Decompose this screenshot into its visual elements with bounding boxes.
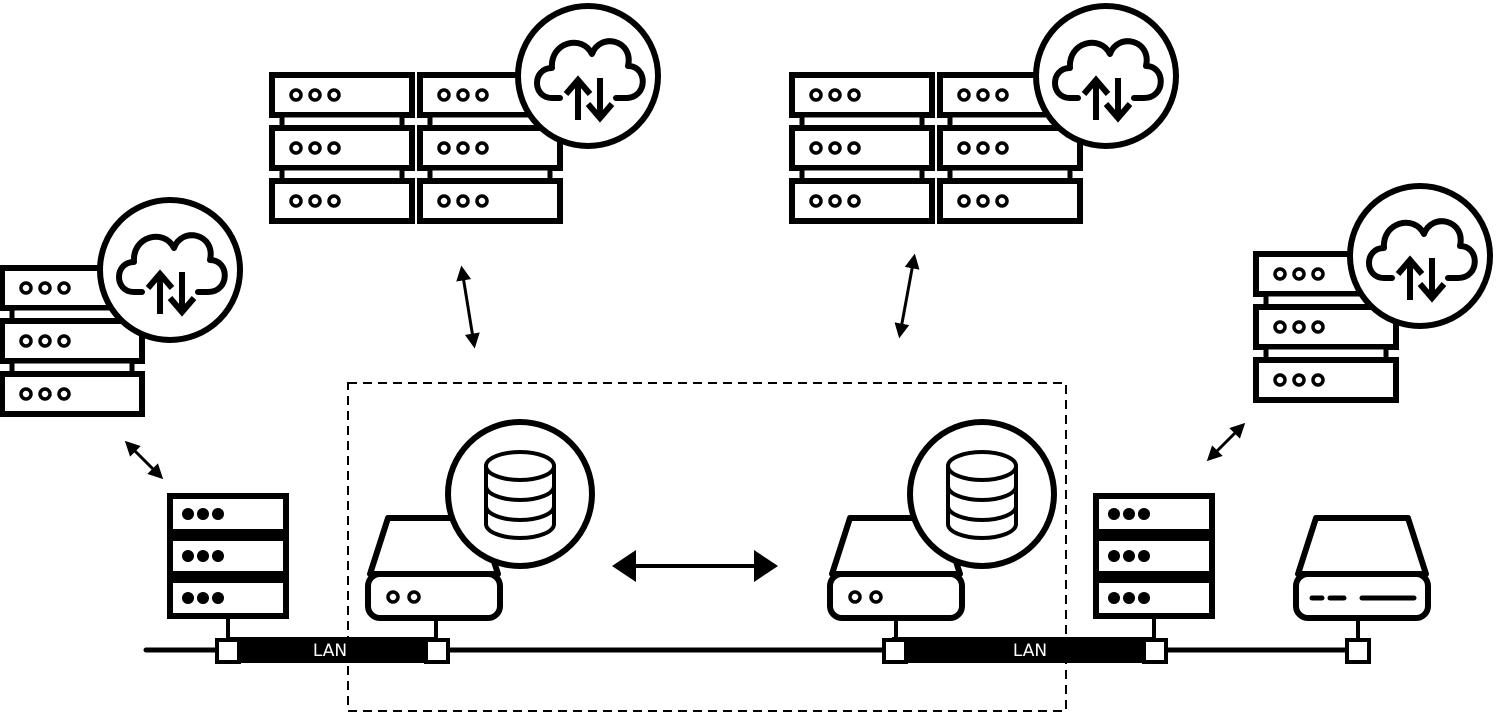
cloud-server-group-right (1256, 186, 1490, 400)
lan-port (215, 638, 241, 664)
replication-arrow (612, 550, 778, 582)
lan-segment-left: LAN (215, 637, 450, 664)
lan-bar (892, 637, 1156, 663)
local-server-right (1096, 496, 1212, 640)
cloud-sync-icon (100, 200, 240, 340)
lan-port (882, 638, 908, 664)
server-rack-icon (272, 75, 412, 221)
lan-port (1345, 638, 1371, 664)
sync-arrow (1206, 422, 1246, 462)
sync-arrow (894, 253, 920, 339)
server-rack-icon (170, 496, 286, 616)
lan-port (1142, 638, 1168, 664)
sync-arrow (124, 440, 164, 480)
external-drive-icon (1296, 518, 1428, 618)
local-server-left (170, 496, 286, 640)
nas-drive-icon (830, 518, 962, 618)
server-rack-icon (420, 75, 560, 221)
cloud-server-group-top-right (792, 6, 1176, 221)
lan-bar (226, 637, 438, 663)
storage-node-right (830, 422, 1054, 640)
lan-label-right: LAN (1013, 641, 1047, 661)
server-rack-icon (1096, 496, 1212, 616)
replication-boundary (347, 382, 1067, 712)
nas-drive-icon (368, 518, 500, 618)
lan-port (424, 638, 450, 664)
database-icon (448, 422, 592, 566)
storage-node-left (368, 422, 592, 640)
server-rack-icon (792, 75, 932, 221)
lan-label-left: LAN (313, 641, 347, 661)
database-icon (910, 422, 1054, 566)
cloud-server-group-top-left (272, 6, 658, 221)
cloud-sync-icon (1036, 6, 1176, 146)
external-drive (1296, 518, 1428, 664)
lan-segment-right: LAN (882, 637, 1168, 664)
cloud-sync-icon (518, 6, 658, 146)
sync-arrow (456, 265, 480, 349)
cloud-sync-icon (1350, 186, 1490, 326)
cloud-server-group-left (2, 200, 240, 414)
